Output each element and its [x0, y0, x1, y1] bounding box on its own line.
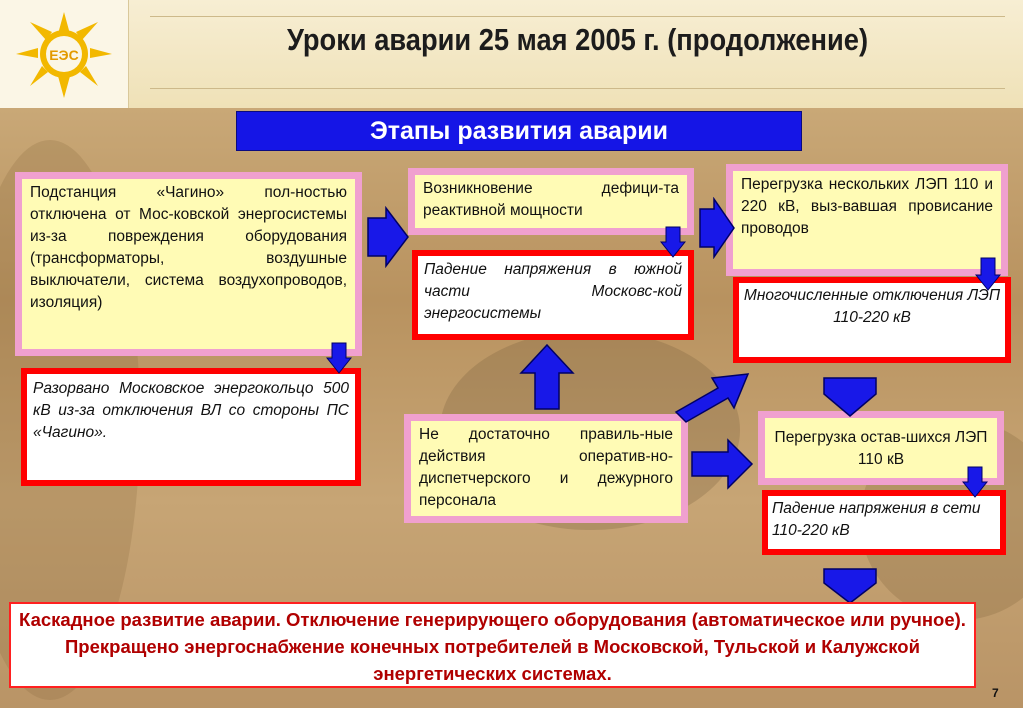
arrow-down-icon — [823, 377, 877, 417]
voltage-south-box: Падение напряжения в южной части Московс… — [412, 250, 694, 340]
operator-box: Не достаточно правиль-ные действия опера… — [404, 414, 688, 523]
sun-logo-icon: ЕЭС — [16, 12, 112, 98]
conclusion-box: Каскадное развитие аварии. Отключение ге… — [9, 602, 976, 688]
header-rule-bottom — [150, 88, 1005, 89]
page-number: 7 — [992, 686, 999, 700]
page-title: Уроки аварии 25 мая 2005 г. (продолжение… — [286, 22, 869, 57]
logo: ЕЭС — [0, 0, 129, 108]
arrow-right-icon — [699, 197, 735, 259]
header-rule-top — [150, 16, 1005, 17]
many-trips-box: Многочисленные отключения ЛЭП 110-220 кВ — [733, 277, 1011, 363]
svg-text:ЕЭС: ЕЭС — [49, 47, 78, 63]
stages-banner: Этапы развития аварии — [236, 111, 802, 151]
overload-several-box: Перегрузка нескольких ЛЭП 110 и 220 кВ, … — [726, 164, 1008, 276]
small-arrow-down-icon — [660, 226, 686, 258]
arrow-right-icon — [367, 206, 409, 268]
chagino-box: Подстанция «Чагино» пол-ностью отключена… — [15, 172, 362, 356]
small-arrow-down-icon — [326, 342, 352, 374]
voltage-network-box: Падение напряжения в сети 110-220 кВ — [762, 490, 1006, 555]
deficit-box: Возникновение дефици-та реактивной мощно… — [408, 168, 694, 235]
arrow-up-icon — [519, 343, 575, 410]
arrow-down-icon — [823, 568, 877, 604]
ring-box: Разорвано Московское энергокольцо 500 кВ… — [21, 368, 361, 486]
arrow-up-right-icon — [674, 373, 750, 423]
small-arrow-down-icon — [975, 257, 1001, 291]
header — [0, 0, 1023, 108]
small-arrow-down-icon — [962, 466, 988, 498]
overload-remaining-box: Перегрузка остав-шихся ЛЭП 110 кВ — [758, 411, 1004, 485]
arrow-right-icon — [691, 438, 754, 490]
